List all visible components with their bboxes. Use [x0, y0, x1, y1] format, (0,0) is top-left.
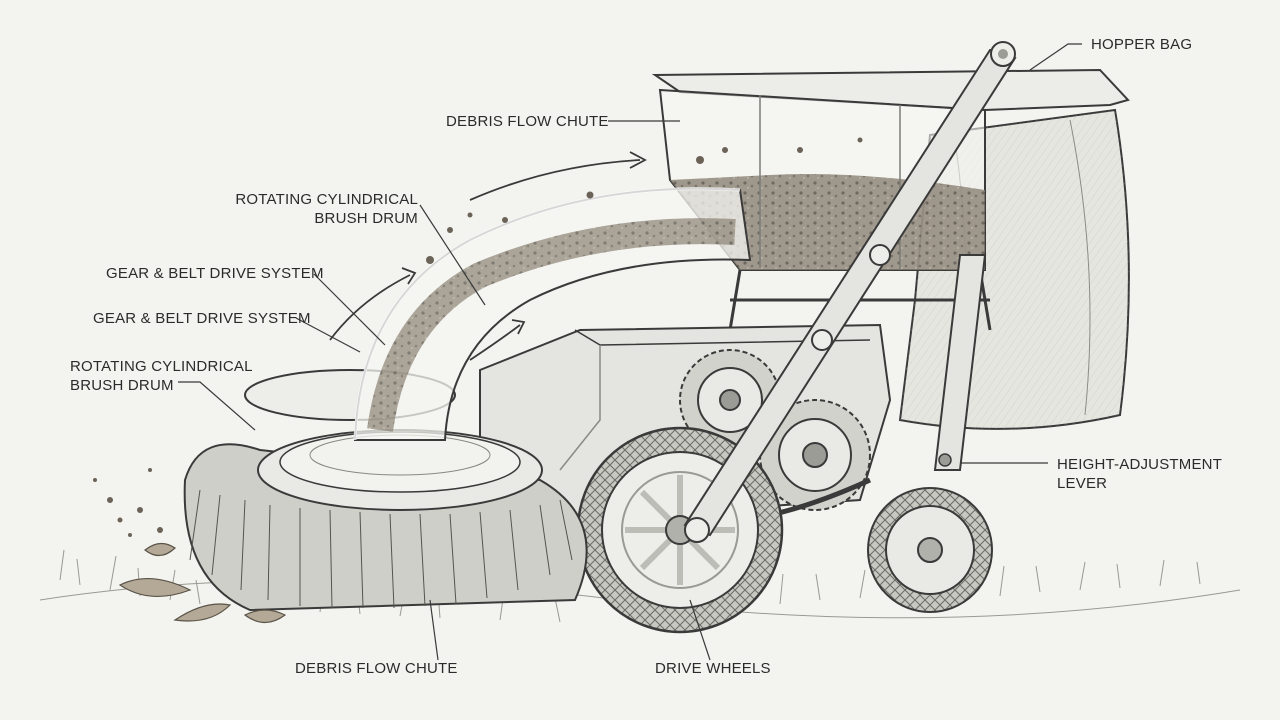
motion-arrows: [329, 151, 647, 361]
debris-chute: [353, 187, 752, 441]
label-debris-flow-chute-bottom: DEBRIS FLOW CHUTE: [295, 660, 458, 677]
label-height-adjustment-lever-line1: HEIGHT-ADJUSTMENT: [1057, 456, 1223, 473]
label-height-adjustment-lever-line2: LEVER: [1057, 475, 1108, 492]
label-gear-belt-drive-2: GEAR & BELT DRIVE SYSTEM: [93, 310, 311, 327]
debris-particles: [93, 137, 863, 537]
label-drive-wheels: DRIVE WHEELS: [655, 660, 771, 677]
rear-wheel: [867, 487, 993, 613]
gear-belt-drive: [679, 349, 872, 525]
label-brush-drum-top: ROTATING CYLINDRICAL BRUSH DRUM: [232, 190, 418, 228]
label-brush-drum-left-line1: ROTATING CYLINDRICAL: [70, 358, 253, 375]
label-brush-drum-top-line1: ROTATING CYLINDRICAL: [235, 191, 418, 208]
label-debris-flow-chute-top: DEBRIS FLOW CHUTE: [446, 113, 609, 130]
label-height-adjustment-lever: HEIGHT-ADJUSTMENT LEVER: [1057, 455, 1222, 493]
label-brush-drum-left-line2: BRUSH DRUM: [70, 377, 174, 394]
brush-drum: [183, 369, 588, 612]
handle-lever: [683, 41, 1017, 543]
fallen-leaves: [118, 542, 287, 624]
label-brush-drum-top-line2: BRUSH DRUM: [314, 210, 418, 227]
label-brush-drum-left: ROTATING CYLINDRICAL BRUSH DRUM: [70, 357, 253, 395]
label-gear-belt-drive-1: GEAR & BELT DRIVE SYSTEM: [106, 265, 324, 282]
leader-lines: [178, 43, 1082, 661]
label-hopper-bag: HOPPER BAG: [1091, 36, 1193, 53]
